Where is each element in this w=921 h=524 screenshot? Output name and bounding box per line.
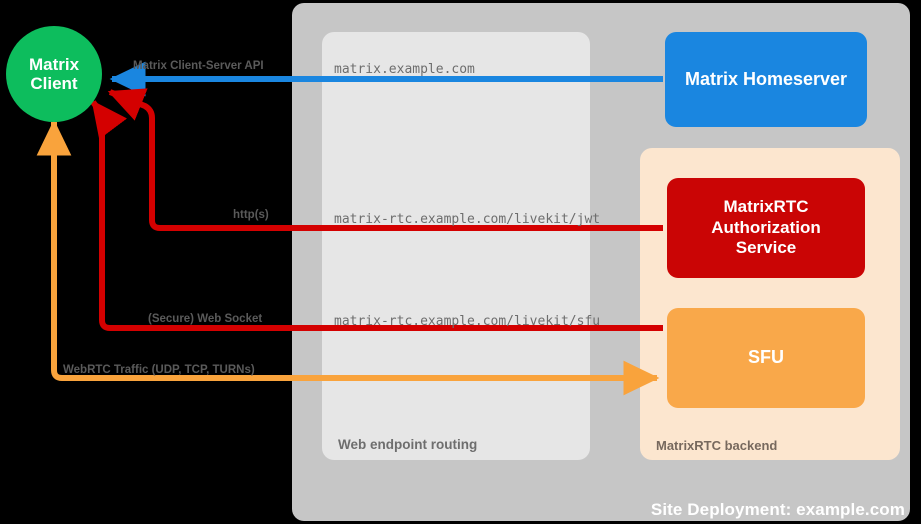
protocol-label-websocket: (Secure) Web Socket — [148, 313, 263, 325]
node-matrix-client-label: Matrix Client — [28, 54, 80, 93]
node-matrixrtc-authorization-service-label: MatrixRTC Authorization Service — [711, 197, 821, 258]
node-matrix-client[interactable]: Matrix Client — [6, 26, 102, 122]
node-matrixrtc-authorization-service[interactable]: MatrixRTC Authorization Service — [667, 178, 865, 278]
node-matrix-homeserver-label: Matrix Homeserver — [684, 68, 848, 89]
endpoint-label-livekit-jwt: matrix-rtc.example.com/livekit/jwt — [334, 212, 601, 227]
endpoint-label-matrix: matrix.example.com — [334, 62, 475, 77]
protocol-label-webrtc: WebRTC Traffic (UDP, TCP, TURNs) — [63, 364, 255, 376]
node-sfu-label: SFU — [748, 347, 784, 368]
protocol-label-client-server-api: Matrix Client-Server API — [133, 60, 264, 72]
node-matrix-homeserver[interactable]: Matrix Homeserver — [665, 32, 867, 127]
protocol-label-https: http(s) — [233, 209, 269, 221]
web-endpoint-routing-container — [322, 32, 590, 460]
endpoint-label-livekit-sfu: matrix-rtc.example.com/livekit/sfu — [334, 314, 601, 329]
site-deployment-label: Site Deployment: example.com — [650, 500, 905, 519]
node-sfu[interactable]: SFU — [667, 308, 865, 408]
matrixrtc-backend-label: MatrixRTC backend — [656, 438, 778, 453]
web-endpoint-routing-label: Web endpoint routing — [338, 437, 478, 452]
